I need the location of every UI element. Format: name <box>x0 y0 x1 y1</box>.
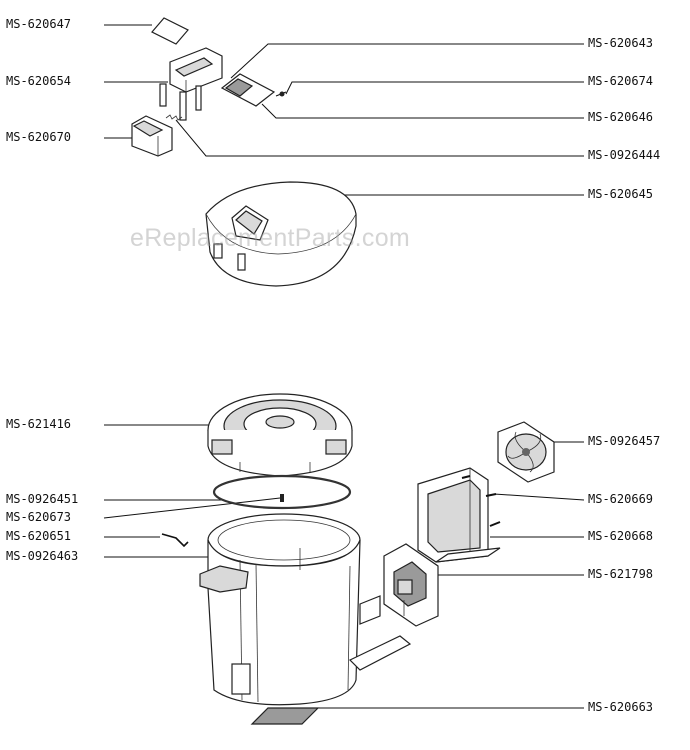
label-ms-621416: MS-621416 <box>6 417 72 431</box>
label-ms-620643: MS-620643 <box>588 36 654 50</box>
label-ms-620663: MS-620663 <box>588 700 654 714</box>
label-ms-620670: MS-620670 <box>6 130 72 144</box>
part-control-module <box>383 543 439 627</box>
label-ms-621798: MS-621798 <box>588 567 654 581</box>
part-back-frame <box>348 595 412 671</box>
part-wire-clip <box>161 533 189 548</box>
watermark: eReplacementParts.com <box>130 224 411 252</box>
part-housing <box>199 513 361 706</box>
part-screws <box>461 475 501 527</box>
part-pcb <box>220 73 287 107</box>
label-ms-0926451: MS-0926451 <box>6 492 79 506</box>
part-screw <box>280 494 284 502</box>
label-ms-620645: MS-620645 <box>588 187 654 201</box>
part-fan <box>497 421 555 483</box>
label-ms-0926457: MS-0926457 <box>588 434 661 448</box>
part-base-plate <box>250 707 320 725</box>
label-ms-620647: MS-620647 <box>6 17 72 31</box>
label-ms-620674: MS-620674 <box>588 74 654 88</box>
label-ms-0926463: MS-0926463 <box>6 549 79 563</box>
part-sticker <box>151 17 189 45</box>
label-ms-0926444: MS-0926444 <box>588 148 661 162</box>
part-lid <box>205 181 357 287</box>
part-top-ring <box>207 393 353 477</box>
label-ms-620654: MS-620654 <box>6 74 72 88</box>
label-ms-620673: MS-620673 <box>6 510 72 524</box>
part-clip <box>131 114 183 157</box>
part-gasket <box>212 474 352 510</box>
label-ms-620646: MS-620646 <box>588 110 654 124</box>
part-fan-housing <box>417 467 501 563</box>
label-ms-620669: MS-620669 <box>588 492 654 506</box>
label-ms-620668: MS-620668 <box>588 529 654 543</box>
label-ms-620651: MS-620651 <box>6 529 72 543</box>
part-bracket <box>159 47 223 121</box>
